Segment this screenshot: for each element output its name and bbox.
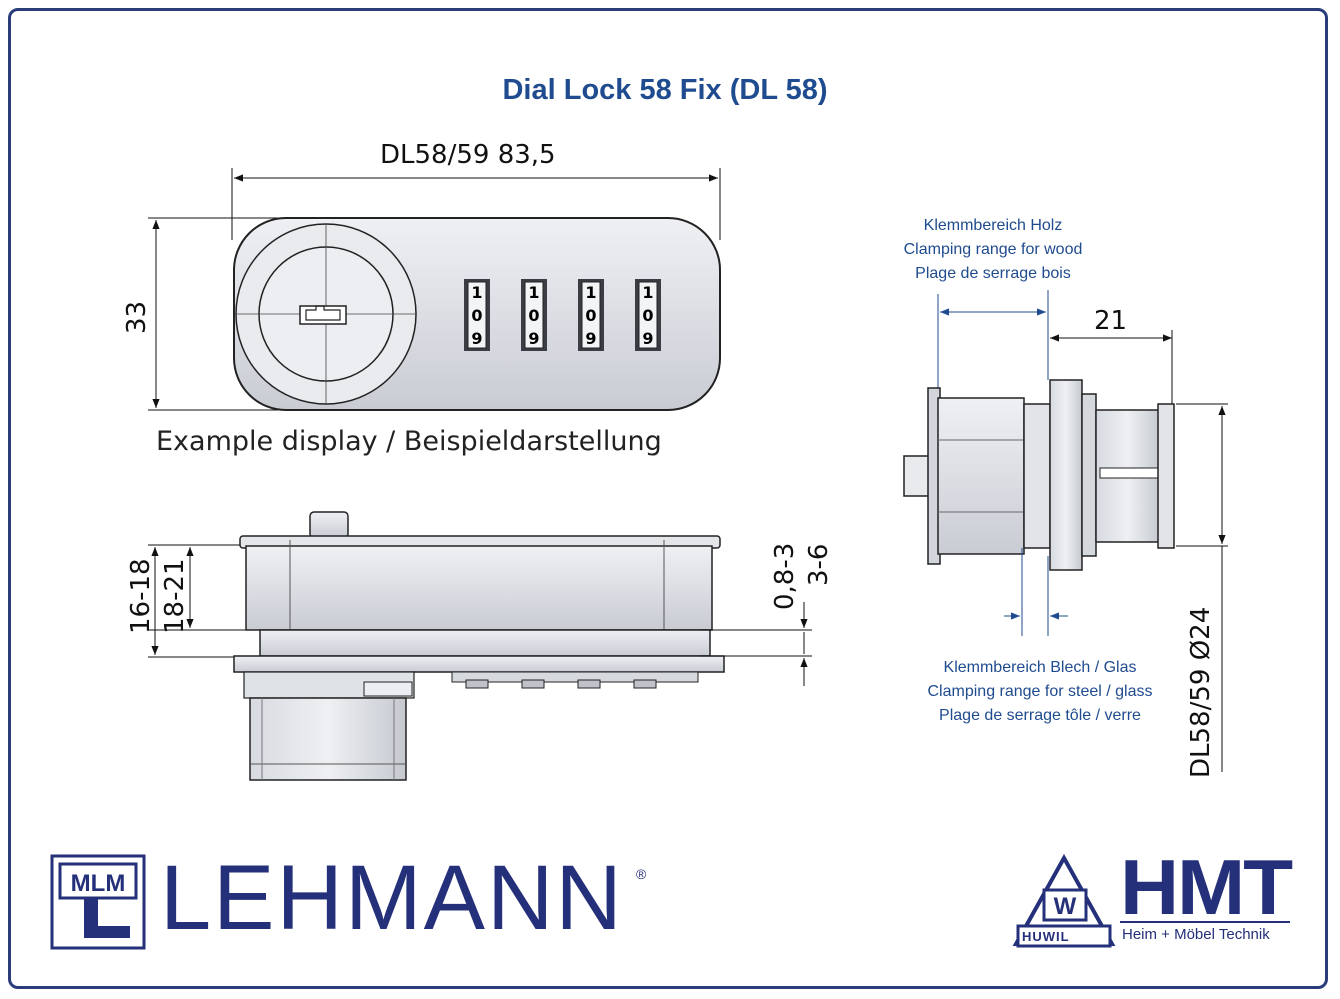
wheel-2-mid: 0: [528, 306, 539, 325]
hmt-subtitle: Heim + Möbel Technik: [1122, 926, 1270, 943]
huwil-mark-text: W: [1054, 893, 1077, 920]
diameter-dimension-label: DL58/59 Ø24: [1186, 606, 1216, 778]
thickness-dim-2: 18-21: [160, 558, 190, 634]
clamp-steel-fr: Plage de serrage tôle / verre: [939, 707, 1141, 724]
width-dimension-label: DL58/59 83,5: [380, 140, 556, 170]
huwil-logo-text: HUWIL: [1022, 929, 1070, 944]
wheel-3-mid: 0: [585, 306, 596, 325]
wheel-3-bot: 9: [585, 329, 596, 348]
example-caption: Example display / Beispieldarstellung: [156, 426, 662, 457]
wheel-1-top: 1: [471, 283, 482, 302]
side-view: [903, 290, 1228, 772]
clamp-wood-text: Klemmbereich Holz Clamping range for woo…: [880, 214, 1106, 286]
housing-side: [937, 397, 1025, 555]
front-view: 1 0 9 1 0 9 1 0 9 1 0 9: [148, 168, 721, 411]
wheel-1-mid: 0: [471, 306, 482, 325]
clamp-steel-en: Clamping range for steel / glass: [927, 683, 1153, 700]
lehmann-logo-mark: MLM: [50, 854, 146, 950]
page-title: Dial Lock 58 Fix (DL 58): [502, 74, 828, 106]
height-dimension-label: 33: [122, 300, 152, 334]
wheel-4-mid: 0: [642, 306, 653, 325]
clamp-dim-2: 3-6: [804, 543, 834, 586]
top-view: [148, 511, 812, 781]
page-frame: [8, 8, 1328, 989]
wheel-2-bot: 9: [528, 329, 539, 348]
clamp-dim-1: 0,8-3: [770, 542, 800, 610]
clamp-steel-text: Klemmbereich Blech / Glas Clamping range…: [900, 656, 1180, 728]
thickness-dim-1: 16-18: [126, 558, 156, 634]
lehmann-logo-text: LEHMANN: [160, 847, 624, 949]
wheel-2-top: 1: [528, 283, 539, 302]
wheel-1-bot: 9: [471, 329, 482, 348]
clamp-steel-de: Klemmbereich Blech / Glas: [943, 659, 1137, 676]
clamp-wood-fr: Plage de serrage bois: [915, 265, 1071, 282]
lehmann-mark-text: MLM: [71, 870, 126, 897]
lehmann-registered-mark: ®: [636, 866, 647, 882]
depth-dimension-label: 21: [1094, 306, 1128, 336]
wheel-4-top: 1: [642, 283, 653, 302]
cylinder-top: [249, 697, 407, 781]
huwil-logo-mark: W: [1012, 853, 1116, 948]
key-slot-icon: [299, 305, 347, 325]
hmt-logo-text: HMT: [1120, 843, 1293, 931]
wheel-4-bot: 9: [642, 329, 653, 348]
dial-wheels: 1 0 9 1 0 9 1 0 9 1 0 9: [464, 279, 661, 351]
clamp-wood-en: Clamping range for wood: [903, 241, 1083, 258]
wheel-3-top: 1: [585, 283, 596, 302]
lock-body-top: [245, 545, 713, 631]
clamp-wood-de: Klemmbereich Holz: [923, 217, 1063, 234]
